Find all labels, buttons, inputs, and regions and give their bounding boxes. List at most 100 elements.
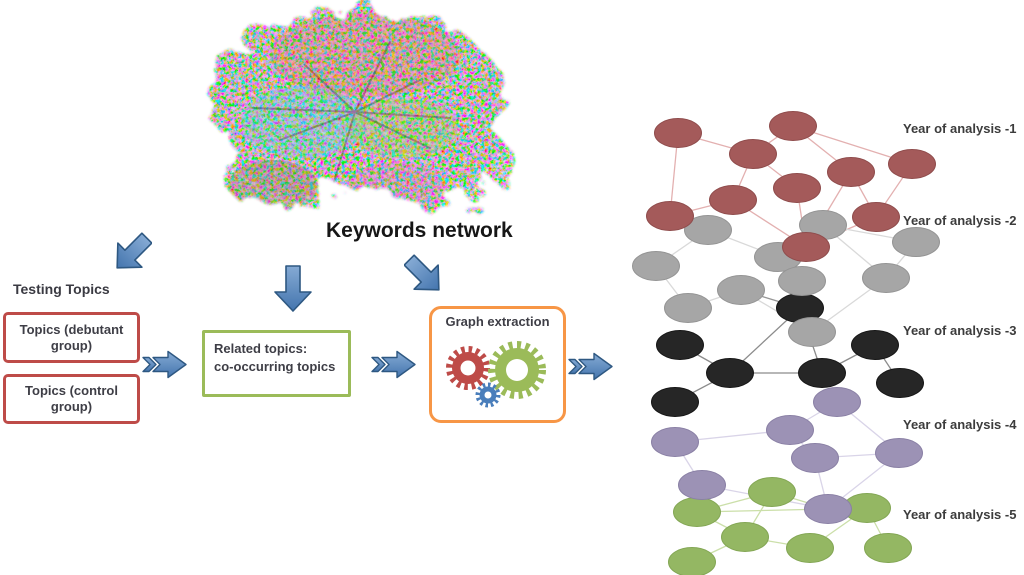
network-node [791,443,839,473]
network-edge [799,307,823,374]
network-edge [744,491,773,538]
network-node [664,293,712,323]
network-node [632,251,680,281]
gear-blue-icon [475,382,501,408]
arrow-down-icon [274,265,312,312]
network-node [827,157,875,187]
network-node [748,477,796,507]
network-node [668,547,716,575]
topics-debutant-line2: group) [50,337,93,353]
network-edge [777,256,803,282]
network-node [843,493,891,523]
year-label-4: Year of analysis -4 [903,417,1017,432]
network-edge [669,199,734,217]
network-edge [655,265,689,309]
network-edge [732,153,754,201]
gear-red-icon [446,346,490,390]
network-edge [792,125,913,165]
related-topics-line2: co-occurring topics [214,358,336,374]
network-edge [805,216,877,248]
network-node [788,317,836,347]
network-edge [679,344,731,374]
network-edge [707,229,779,258]
network-node [892,227,940,257]
network-edge [814,452,900,459]
network-edge [814,457,829,510]
topics-debutant-line1: Topics (debutant [19,321,124,337]
year-label-1: Year of analysis -1 [903,121,1017,136]
network-edge [792,125,852,173]
topics-control-line1: Topics (control [25,383,118,399]
network-edge [789,429,816,459]
network-node [717,275,765,305]
arrow-down-left-icon [116,232,152,269]
network-edge [809,507,868,549]
network-edge [796,187,807,248]
network-edge [875,163,913,218]
network-node [799,210,847,240]
network-node [798,358,846,388]
network-edge [822,224,887,279]
network-edge [655,229,709,267]
network-edge [752,125,794,155]
network-node [729,139,777,169]
network-edge [674,429,791,443]
network-edge [866,507,889,549]
year-label-2: Year of analysis -2 [903,213,1017,228]
gears-icon [446,341,546,408]
network-node [769,111,817,141]
network-edge [674,441,703,486]
network-edge [729,307,801,374]
year-label-3: Year of analysis -3 [903,323,1017,338]
network-node [776,293,824,323]
topics-control-box: Topics (control group) [3,374,140,424]
network-edge [744,536,811,549]
network-edge [674,372,731,403]
network-node [888,149,936,179]
network-edge [777,224,824,258]
network-edge [696,491,773,513]
network-node [654,118,702,148]
network-node [656,330,704,360]
network-edge [732,199,807,248]
network-node [804,494,852,524]
network-edge [811,277,887,333]
network-node [778,266,826,296]
network-node [651,387,699,417]
graph-extraction-box: Graph extraction [429,306,566,423]
flow-arrow-3-icon [568,352,613,381]
network-edge [827,507,868,510]
network-edge [752,153,798,189]
network-node [851,330,899,360]
network-edge [801,280,813,333]
network-edge [696,508,829,513]
topics-control-line2: group) [50,399,93,414]
network-edge [789,401,838,431]
keywords-network-image [185,0,553,240]
network-node [709,185,757,215]
network-node [813,387,861,417]
network-edge [740,289,813,333]
network-node [766,415,814,445]
network-edge [691,536,746,563]
network-node [721,522,769,552]
network-node [864,533,912,563]
keywords-network-label: Keywords network [326,219,513,242]
gear-green-icon [488,341,546,399]
network-edge [827,452,900,510]
network-node [678,470,726,500]
network-node [754,242,802,272]
network-node [782,232,830,262]
network-node [706,358,754,388]
network-edge [805,171,852,248]
network-edge [669,132,679,217]
flow-arrow-1-icon [142,350,187,379]
network-node [646,201,694,231]
network-edge [821,344,876,374]
arrow-down-right-icon [404,254,440,291]
network-edge [885,241,917,279]
topics-debutant-box: Topics (debutant group) [3,312,140,363]
network-node [651,427,699,457]
network-edge [850,171,877,218]
